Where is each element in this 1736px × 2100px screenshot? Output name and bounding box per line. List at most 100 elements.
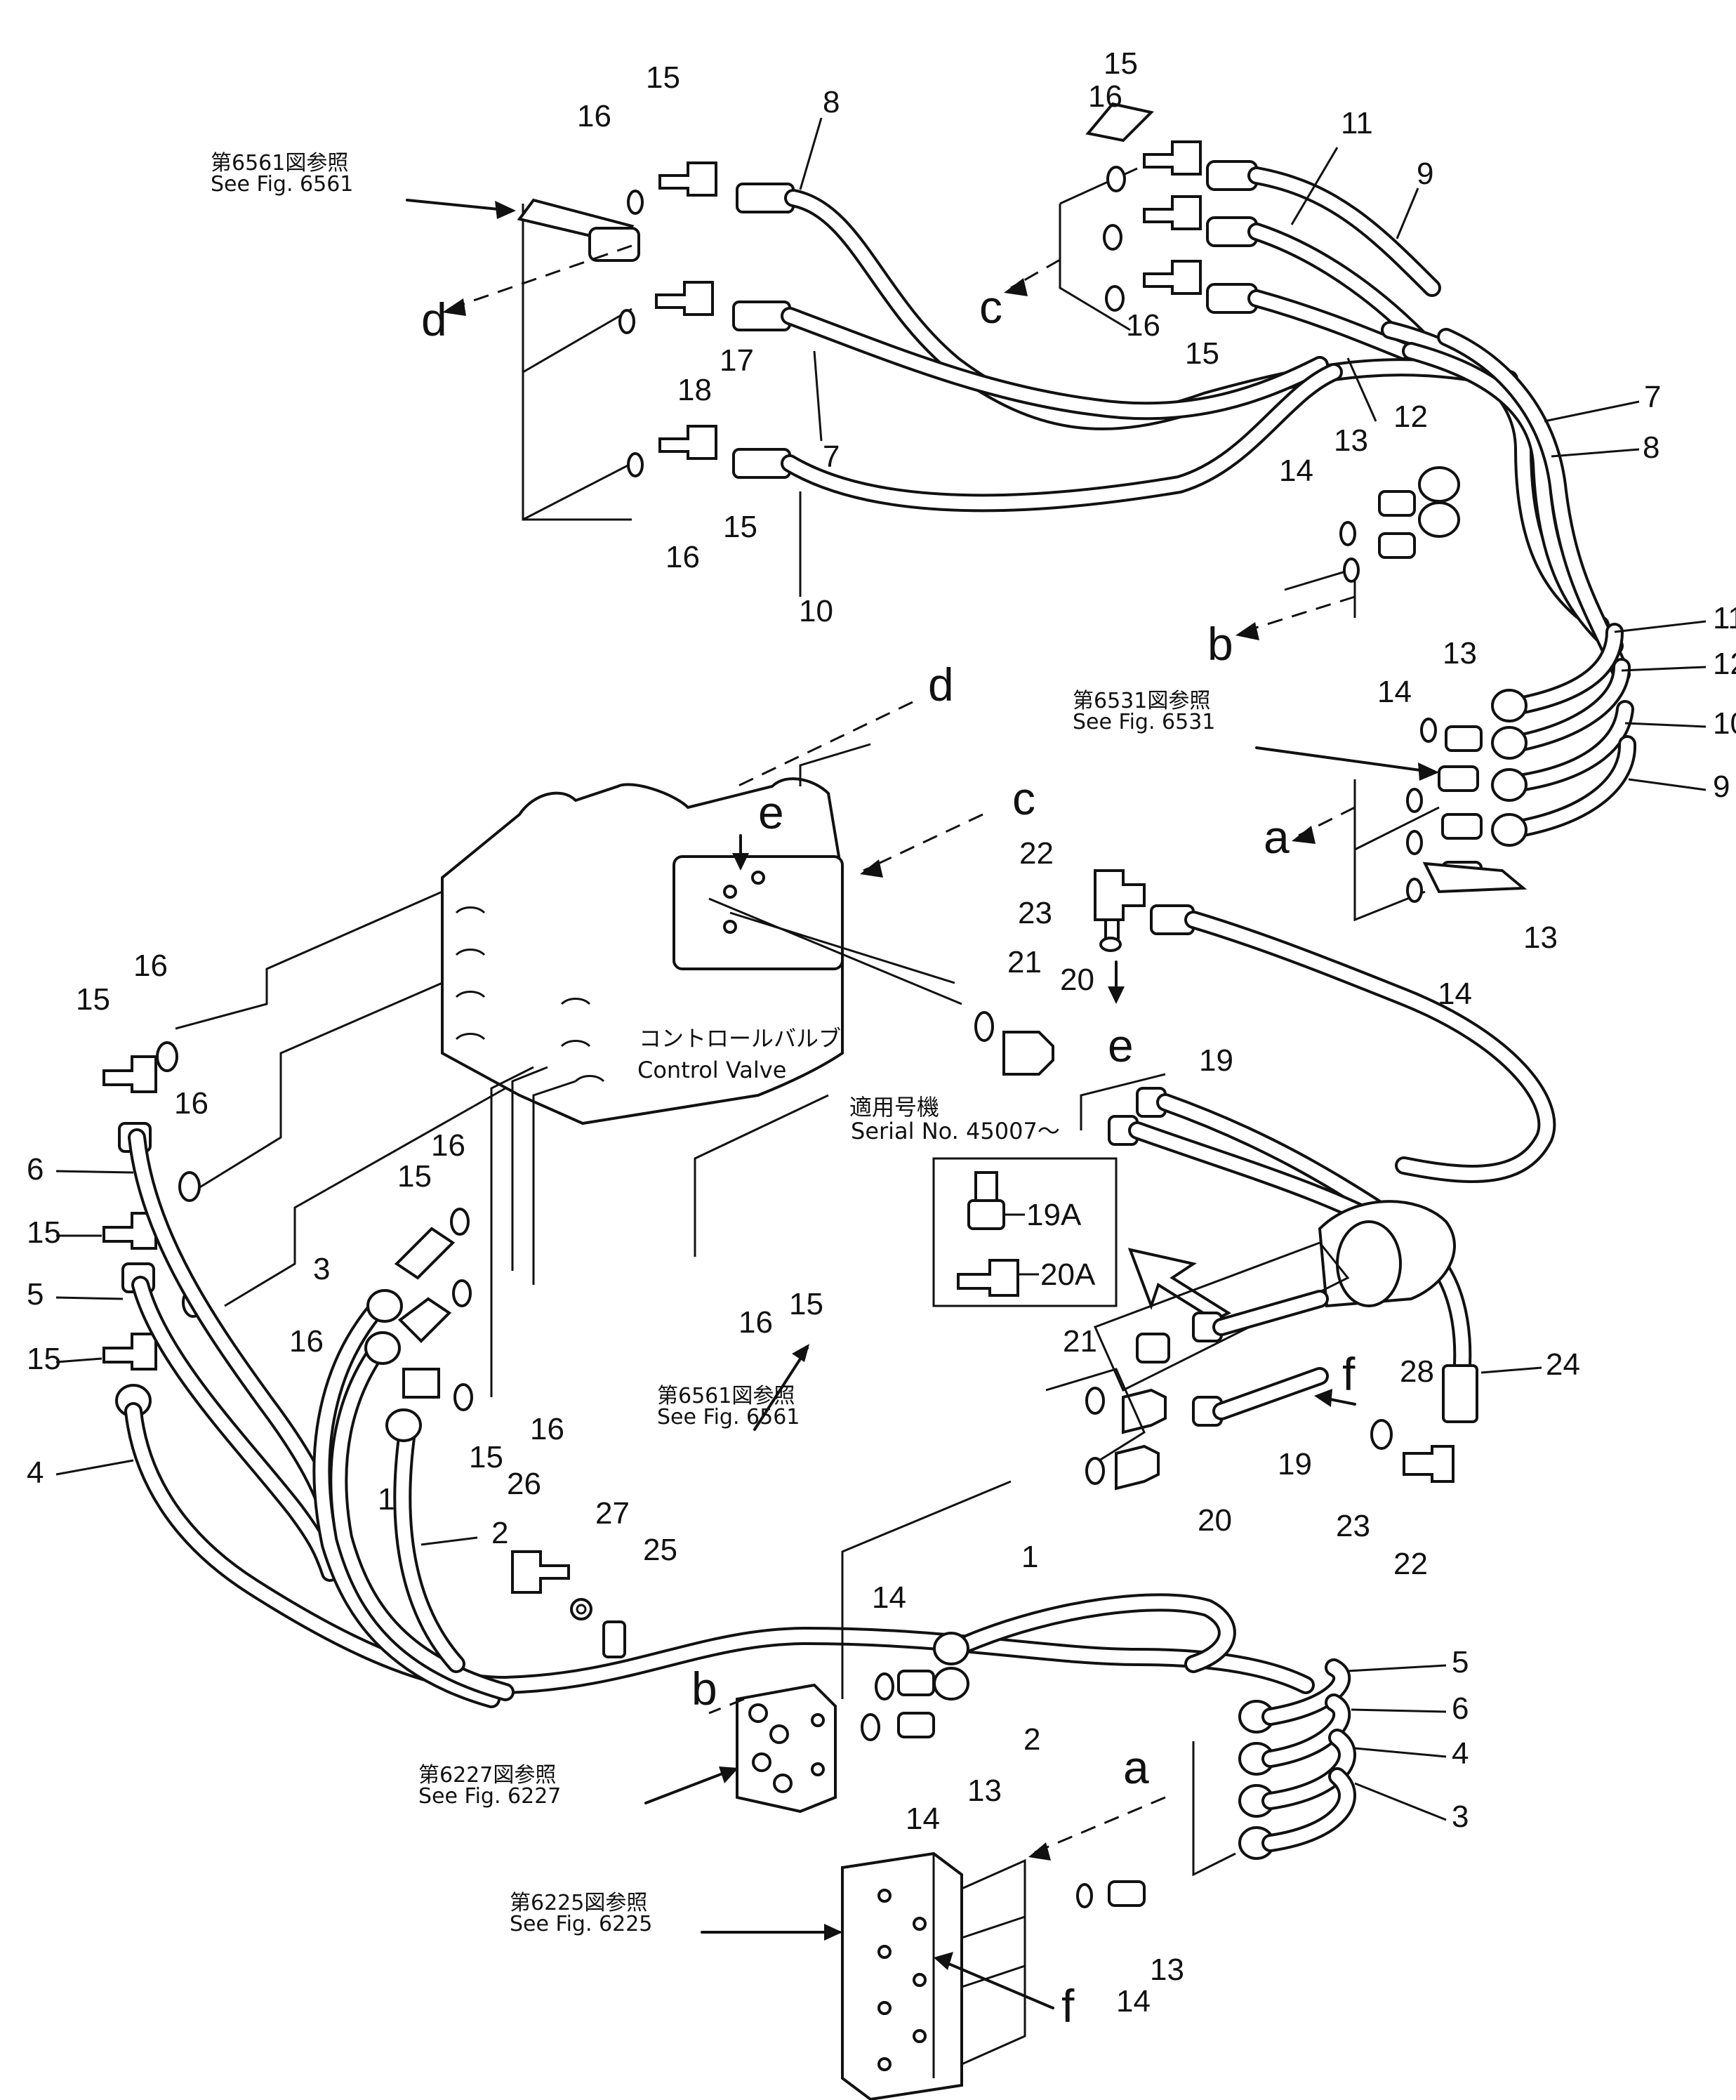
- callout-number: 16: [738, 1305, 773, 1340]
- callout-number: 15: [76, 982, 110, 1017]
- callout-number: 6: [27, 1152, 44, 1187]
- callout-number: 23: [1336, 1509, 1370, 1543]
- callout-number: 11: [1713, 601, 1736, 635]
- callout-number: 16: [665, 540, 700, 574]
- left-center-fittings: [364, 1208, 626, 1658]
- left-fittings: [102, 1041, 204, 1418]
- callout-number: 26: [507, 1467, 541, 1501]
- callout-number: 13: [1334, 423, 1368, 458]
- serial-label-jp: 適用号機: [849, 1094, 939, 1121]
- callout-number: 15: [1185, 336, 1219, 371]
- callout-number: 22: [1019, 836, 1054, 871]
- figure-reference-jp: 第6227図参照: [418, 1763, 556, 1788]
- control-valve-label: コントロールバルブ Control Valve: [637, 1025, 841, 1083]
- callout-number: 10: [799, 594, 833, 628]
- callout-number: 18: [677, 373, 712, 407]
- hoses-top-right-bundle: [1247, 166, 1631, 683]
- connection-letter: e: [1108, 1019, 1134, 1071]
- callout-number: 17: [720, 343, 754, 378]
- connection-letter: a: [1264, 811, 1290, 863]
- callout-number: 14: [1377, 675, 1412, 709]
- callout-number: 27: [595, 1496, 630, 1531]
- connection-letter: b: [691, 1663, 717, 1715]
- callout-number: 16: [174, 1086, 208, 1121]
- callout-number: 11: [1341, 106, 1373, 140]
- callout-number: 5: [1452, 1645, 1469, 1679]
- right-hose-ends: [1491, 623, 1637, 847]
- callout-number: 24: [1546, 1347, 1580, 1382]
- mid-right-fittings: [1353, 718, 1528, 922]
- callout-number: 4: [1452, 1736, 1469, 1771]
- callout-number: 3: [1452, 1799, 1469, 1834]
- connection-letter: c: [979, 281, 1002, 333]
- callout-number: 16: [1126, 308, 1160, 343]
- callout-number: 15: [469, 1440, 503, 1474]
- serial-label-en: Serial No. 45007～: [851, 1118, 1060, 1144]
- callout-number: 19: [1199, 1043, 1233, 1078]
- hoses-left-bundle: [124, 1128, 1315, 1708]
- callout-number: 15: [1104, 46, 1138, 81]
- figure-reference-jp: 第6561図参照: [657, 1384, 795, 1408]
- callout-number: 8: [823, 85, 840, 119]
- callout-number: 13: [1150, 1953, 1184, 1987]
- connection-letter: b: [1207, 618, 1233, 670]
- control-valve-label-jp: コントロールバルブ: [639, 1025, 841, 1052]
- callout-number: 9: [1417, 157, 1433, 191]
- connection-letter: e: [758, 786, 784, 838]
- callout-number: 8: [1643, 430, 1659, 465]
- center-right-components: [974, 869, 1556, 1423]
- callout-number: 7: [823, 440, 840, 474]
- fitting-group-top-left: [618, 161, 795, 479]
- callout-number: 14: [1279, 454, 1313, 488]
- figure-reference-en: See Fig. 6561: [211, 172, 353, 197]
- block-b: [736, 1480, 1012, 1814]
- callout-number: 2: [1023, 1722, 1040, 1757]
- callout-number: 22: [1393, 1547, 1428, 1581]
- callout-number: 1: [1021, 1540, 1038, 1574]
- callout-number: 15: [646, 60, 680, 95]
- leader-arrows: [406, 199, 1439, 2009]
- inset-box: 19A 20A: [932, 1157, 1232, 1322]
- callout-number: 15: [723, 510, 757, 544]
- callout-number: 23: [1018, 896, 1052, 930]
- callout-number: 16: [431, 1128, 465, 1163]
- callout-number: 16: [289, 1324, 324, 1359]
- connection-letter: d: [928, 659, 954, 711]
- top-left-bracket: [517, 198, 640, 521]
- callout-number: 25: [643, 1533, 677, 1567]
- callout-leaders: [55, 117, 1707, 1821]
- figure-reference-jp: 第6531図参照: [1073, 689, 1210, 713]
- serial-label: 適用号機 Serial No. 45007～: [849, 1094, 1060, 1144]
- callout-number: 16: [577, 99, 611, 133]
- callout-number: 28: [1400, 1354, 1434, 1389]
- callout-number: 16: [133, 949, 168, 983]
- callout-number: 15: [27, 1215, 61, 1250]
- figure-reference-en: See Fig. 6227: [418, 1784, 561, 1809]
- callout-number: 12: [1713, 647, 1736, 681]
- connection-letter: c: [1012, 772, 1035, 824]
- inset-label-19a: 19A: [1026, 1198, 1082, 1232]
- callout-number: 2: [491, 1516, 508, 1550]
- callout-number: 16: [1088, 79, 1122, 114]
- callout-number: 15: [27, 1342, 61, 1376]
- figure-reference-jp: 第6225図参照: [510, 1891, 647, 1915]
- valve-left-leaders: [175, 743, 871, 1397]
- callout-number: 14: [1116, 1984, 1151, 2019]
- callout-numbers: 1581615161191718716151278151610141311131…: [27, 46, 1736, 2019]
- callout-number: 12: [1393, 399, 1428, 434]
- callout-number: 21: [1063, 1324, 1097, 1359]
- callout-number: 20: [1060, 963, 1094, 997]
- block-f: [841, 1851, 1146, 2100]
- callout-number: 9: [1713, 770, 1730, 804]
- figure-reference-en: See Fig. 6225: [510, 1912, 652, 1936]
- connection-letter: f: [1342, 1348, 1356, 1400]
- callout-number: 5: [27, 1277, 44, 1312]
- callout-number: 19: [1278, 1447, 1312, 1481]
- callout-number: 14: [872, 1580, 906, 1615]
- callout-number: 16: [530, 1412, 564, 1446]
- callout-number: 6: [1452, 1691, 1469, 1726]
- control-valve-label-en: Control Valve: [637, 1057, 786, 1083]
